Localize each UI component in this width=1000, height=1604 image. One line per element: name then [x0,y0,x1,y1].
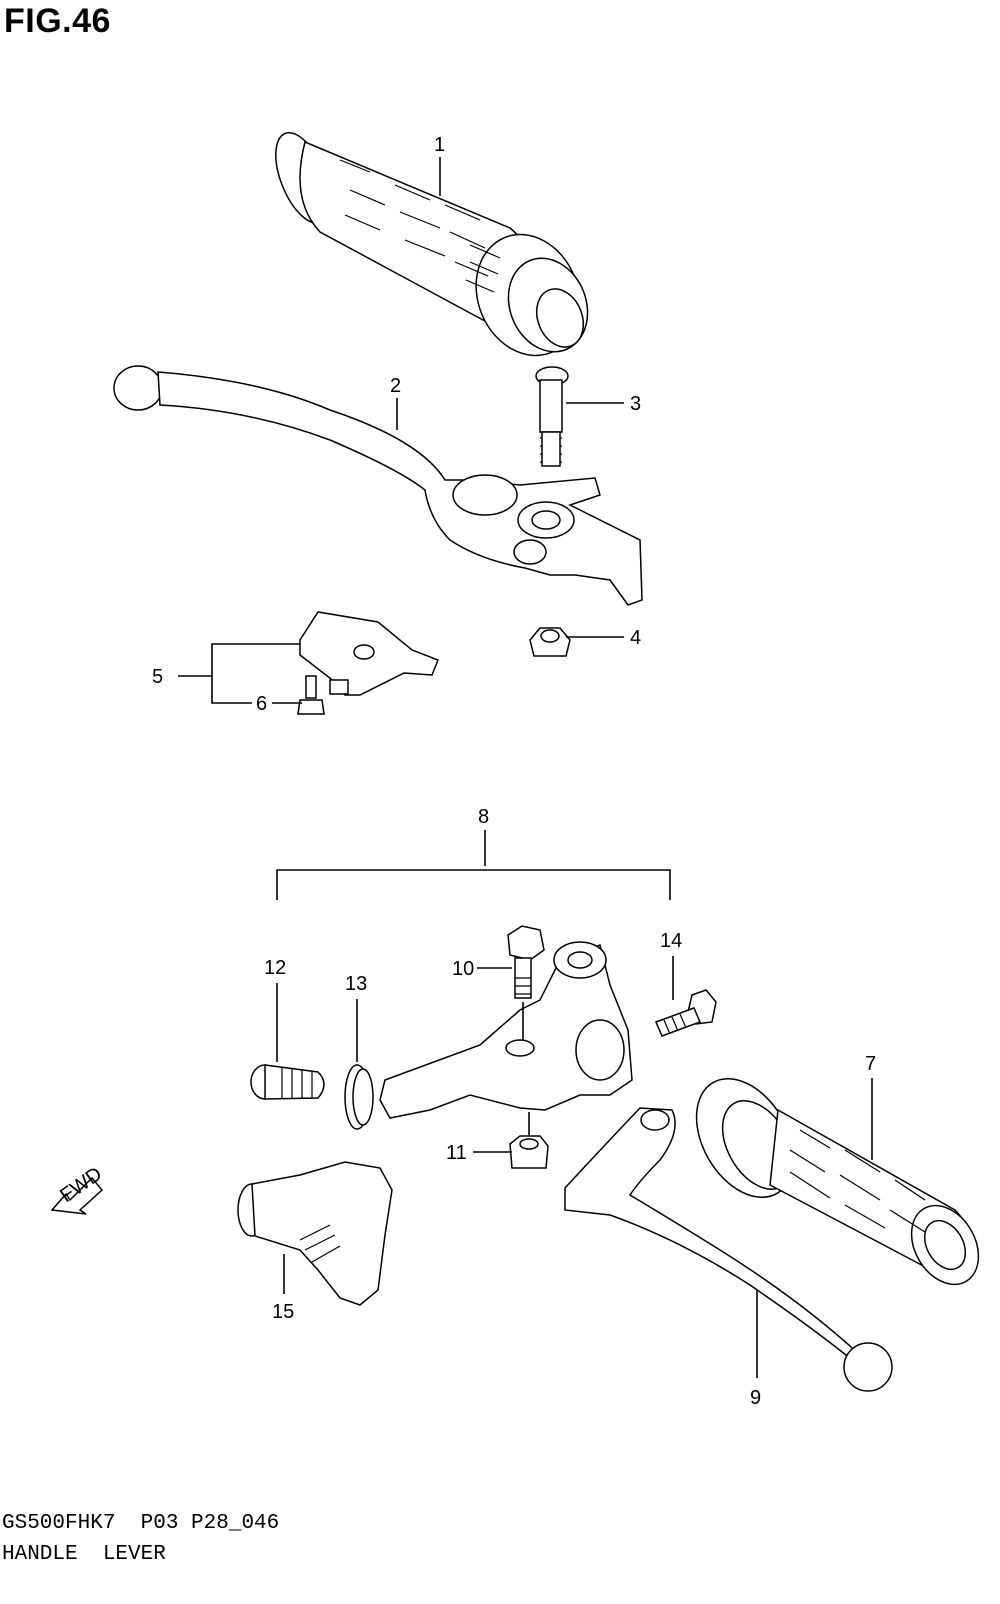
leader-lines [178,157,873,1378]
adjuster-wheel-part [344,1064,374,1130]
callout-14: 14 [660,930,682,952]
holder-screw-part [654,989,717,1037]
pivot-bolt-part [535,366,569,467]
brake-switch-part [299,611,439,696]
callout-7: 7 [865,1053,876,1075]
callout-5: 5 [152,666,163,688]
holder-bolt-part [507,925,545,999]
callout-2: 2 [390,375,401,397]
brake-lever-part [113,365,643,606]
callout-3: 3 [630,393,641,415]
lever-boot-part [237,1161,393,1306]
left-grip-part [695,1077,980,1286]
callout-12: 12 [264,957,286,979]
callout-10: 10 [452,958,474,980]
callout-13: 13 [345,973,367,995]
callout-15: 15 [272,1301,294,1323]
adjuster-bolt-part [250,1064,325,1100]
figure-name: HANDLE LEVER [2,1543,166,1566]
callout-4: 4 [630,627,641,649]
figure-code: GS500FHK7 P03 P28_046 [2,1512,280,1535]
switch-screw-part [297,675,325,715]
nut-part [529,627,571,657]
callout-1: 1 [434,134,445,156]
callout-labels: 1 2 3 4 5 6 7 8 9 10 11 12 13 14 15 [152,134,876,1409]
figure-title: FIG.46 [4,2,111,40]
clutch-lever-part [564,1107,893,1392]
holder-nut-part [509,1135,549,1169]
callout-9: 9 [750,1387,761,1409]
callout-8: 8 [478,806,489,828]
lever-holder-part [379,941,633,1119]
callout-11: 11 [446,1142,467,1164]
throttle-grip-part [275,131,589,357]
callout-6: 6 [256,693,267,715]
fwd-arrow-icon: FWD [50,1163,106,1215]
